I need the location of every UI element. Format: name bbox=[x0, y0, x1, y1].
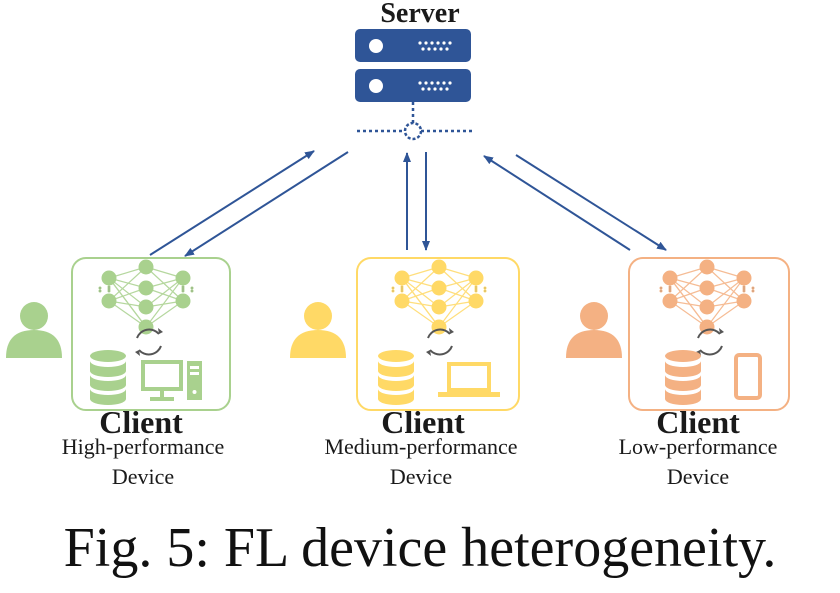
smartphone-icon bbox=[734, 353, 762, 400]
communication-arrows bbox=[149, 150, 667, 257]
device-label-line-1: Medium-performance bbox=[324, 434, 518, 459]
upload-arrow-client-1 bbox=[149, 150, 315, 256]
device-label-line-2: Device bbox=[389, 464, 453, 489]
download-arrow-client-1 bbox=[184, 151, 349, 257]
upload-arrow-client-3 bbox=[483, 155, 631, 251]
server-icon bbox=[355, 29, 471, 102]
device-label-2: Medium-performance Device bbox=[291, 432, 551, 492]
client-label-1: Client bbox=[99, 404, 183, 440]
device-label-line-1: Low-performance bbox=[618, 434, 778, 459]
device-label-1: High-performance Device bbox=[13, 432, 273, 492]
device-label-3: Low-performance Device bbox=[568, 432, 828, 492]
client-group-3 bbox=[566, 257, 790, 411]
network-connector-icon bbox=[357, 102, 472, 141]
download-arrow-client-3 bbox=[515, 154, 667, 251]
user-icon bbox=[6, 302, 62, 358]
device-label-line-2: Device bbox=[111, 464, 175, 489]
diagram-canvas bbox=[6, 29, 790, 411]
device-label-line-1: High-performance bbox=[61, 434, 225, 459]
device-label-line-2: Device bbox=[666, 464, 730, 489]
figure-caption: Fig. 5: FL device heterogeneity. bbox=[63, 517, 777, 579]
client-label-2: Client bbox=[381, 404, 465, 440]
server-title: Server bbox=[380, 0, 460, 29]
desktop-computer-icon bbox=[141, 360, 183, 401]
laptop-icon bbox=[447, 362, 491, 392]
client-group-2 bbox=[290, 257, 520, 411]
user-icon bbox=[566, 302, 622, 358]
client-group-1 bbox=[6, 257, 231, 411]
client-label-3: Client bbox=[656, 404, 740, 440]
user-icon bbox=[290, 302, 346, 358]
